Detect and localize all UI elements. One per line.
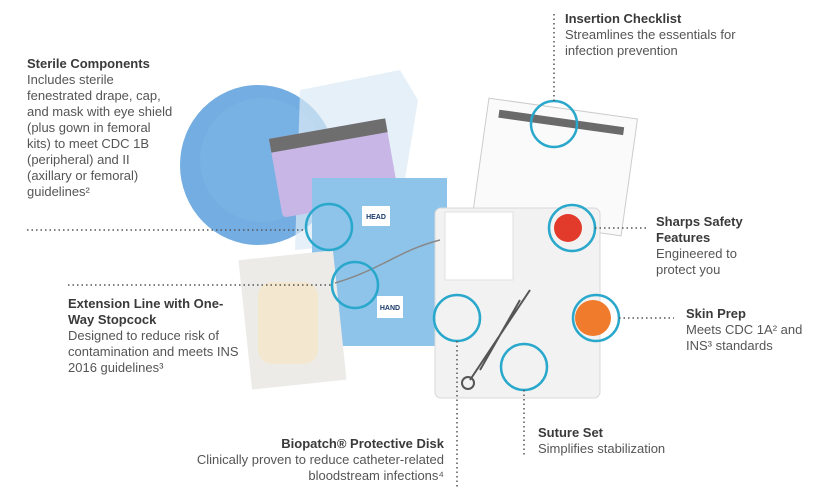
callout-title: Suture Set [538,425,604,440]
callout-insertion-checklist: Insertion Checklist Streamlines the esse… [565,11,775,59]
callout-sharps-safety: Sharps Safety Features Engineered to pro… [656,214,766,278]
callout-body: Clinically proven to reduce catheter-rel… [196,452,444,483]
callout-title: Extension Line with One-Way Stopcock [68,296,224,327]
forceps [469,289,531,381]
callout-title: Sharps Safety Features [656,214,743,245]
callout-body: Simplifies stabilization [538,441,666,456]
dressing [258,282,318,364]
callout-suture-set: Suture Set Simplifies stabilization [538,425,708,457]
callout-title: Sterile Components [27,56,150,71]
highlight-circle-sterile [304,202,354,252]
skin-prep-applicator [575,300,611,336]
extension-line [334,239,441,284]
sharps-container [554,214,582,242]
callout-body: Streamlines the essentials for infection… [565,27,736,58]
callout-title: Skin Prep [686,306,746,321]
callout-body: Designed to reduce risk of contamination… [68,328,239,375]
callout-body: Includes sterile fenestrated drape, cap,… [27,72,173,199]
gauze-square [444,211,514,281]
callout-body: Engineered to protect you [656,246,737,277]
callout-title: Insertion Checklist [565,11,682,26]
callout-body: Meets CDC 1A² and INS³ standards [686,322,803,353]
callout-skin-prep: Skin Prep Meets CDC 1A² and INS³ standar… [686,306,811,354]
drape-head-label: HEAD [366,214,386,221]
drape-hand-label: HAND [380,305,400,312]
highlight-circle-extension [330,260,380,310]
callout-biopatch: Biopatch® Protective Disk Clinically pro… [180,436,444,484]
checklist-sheet [471,97,639,237]
callout-extension-line: Extension Line with One-Way Stopcock Des… [68,296,243,376]
callout-sterile-components: Sterile Components Includes sterile fene… [27,56,177,200]
callout-title: Biopatch® Protective Disk [281,436,444,451]
